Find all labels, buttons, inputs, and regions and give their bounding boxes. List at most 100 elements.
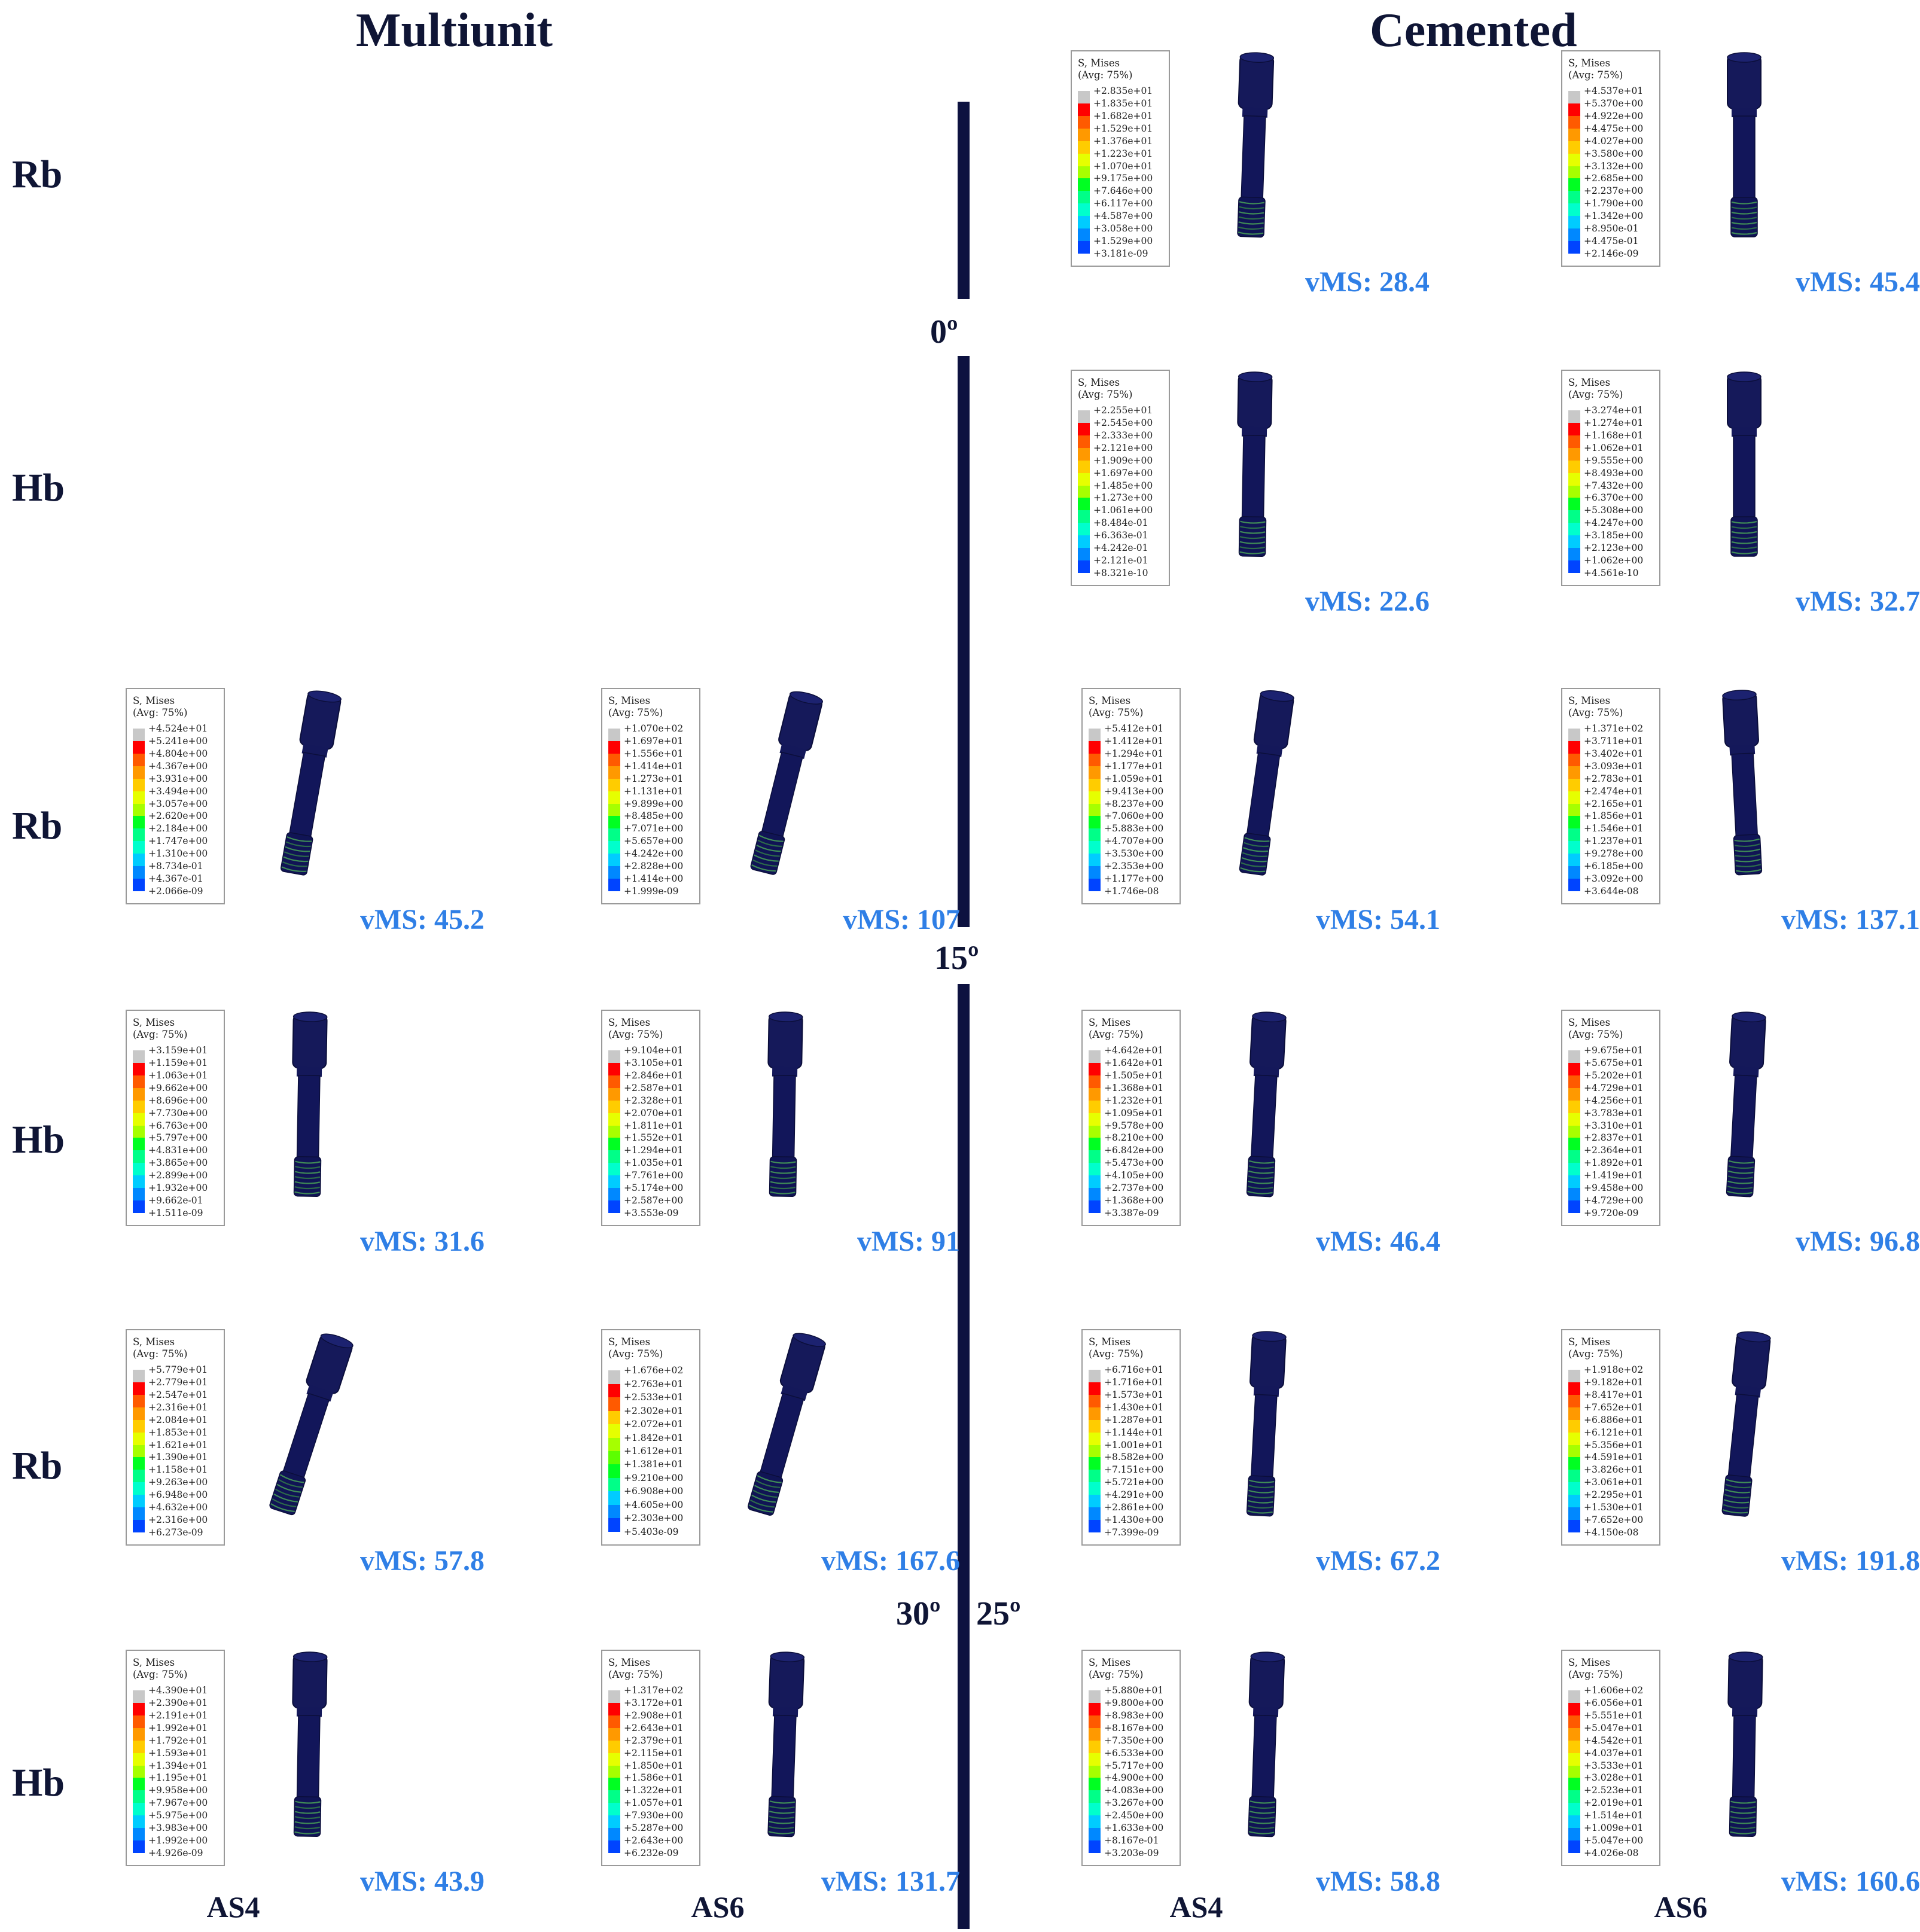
legend-color-swatch	[608, 1397, 620, 1411]
legend-color-swatch	[1568, 1075, 1580, 1088]
legend-color-swatch	[1078, 448, 1090, 461]
screw-model	[280, 690, 342, 876]
legend-color-swatch	[608, 1063, 620, 1076]
legend-value: +2.908e+01	[624, 1710, 684, 1721]
legend-value: +7.761e+00	[624, 1170, 684, 1181]
legend-color-swatch	[1078, 547, 1090, 560]
legend-color-swatch	[133, 1815, 145, 1828]
legend-value: +4.804e+00	[148, 748, 208, 760]
legend-body: +4.642e+01+1.642e+01+1.505e+01+1.368e+01…	[1089, 1044, 1174, 1219]
legend-value: +1.556e+01	[624, 748, 684, 760]
legend-value: +3.203e-09	[1104, 1847, 1159, 1858]
legend-value: +6.908e+00	[624, 1486, 684, 1497]
legend-color-swatch	[133, 1482, 145, 1495]
legend-color-swatch	[608, 1050, 620, 1063]
legend-color-swatch	[1568, 878, 1580, 891]
legend-value: +9.413e+00	[1104, 785, 1164, 797]
legend-color-swatch	[133, 766, 145, 779]
legend-value: +5.202e+01	[1584, 1070, 1644, 1081]
legend-color-swatch	[608, 1175, 620, 1188]
legend-color-swatch	[1089, 1063, 1101, 1076]
legend-color-swatch	[133, 1507, 145, 1520]
row-label-rb-0: Rb	[12, 153, 63, 196]
legend-color-swatch	[133, 1163, 145, 1175]
legend-value: +1.633e+00	[1104, 1822, 1164, 1833]
legend-value: +1.642e+01	[1104, 1058, 1164, 1069]
legend-value: +1.586e+01	[624, 1772, 684, 1784]
divider-segment-15	[958, 356, 970, 927]
screw-model	[1237, 52, 1275, 238]
legend-color-swatch	[1568, 741, 1580, 754]
legend-value: +2.184e+00	[148, 823, 208, 834]
vms-value: vMS: 137.1	[1781, 904, 1920, 935]
legend-color-swatch	[1568, 410, 1580, 423]
legend-value: +1.273e+00	[1093, 492, 1153, 504]
legend-color-swatch	[1078, 228, 1090, 241]
legend-body: +5.880e+01+9.800e+00+8.983e+00+8.167e+00…	[1089, 1684, 1174, 1859]
legend-value: +3.711e+01	[1584, 736, 1644, 747]
legend-value: +1.177e+00	[1104, 873, 1164, 884]
legend-color-swatch	[1568, 1803, 1580, 1815]
legend-color-swatch	[1089, 854, 1101, 866]
legend-title: S, Mises	[1089, 1336, 1131, 1348]
legend-value: +4.922e+00	[1584, 111, 1644, 122]
legend-color-swatch	[608, 803, 620, 816]
screw-model	[1237, 371, 1273, 557]
legend-value: +1.918e+02	[1584, 1364, 1644, 1376]
legend-color-swatch	[1568, 435, 1580, 448]
legend-color-swatch	[1078, 535, 1090, 548]
legend-value: +2.861e+00	[1104, 1501, 1164, 1513]
legend-color-swatch	[133, 1803, 145, 1815]
stress-panel: S, Mises(Avg: 75%)+3.159e+01+1.159e+01+1…	[126, 1010, 484, 1261]
legend-value: +5.675e+01	[1584, 1058, 1644, 1069]
legend-color-swatch	[1568, 1088, 1580, 1101]
legend-color-swatch	[608, 1075, 620, 1088]
legend-color-swatch	[1089, 778, 1101, 791]
legend-color-swatch	[608, 1138, 620, 1151]
legend-subtitle: (Avg: 75%)	[133, 707, 188, 718]
legend-color-swatch	[1568, 1470, 1580, 1483]
legend-value: +2.533e+01	[624, 1392, 684, 1403]
legend-color-swatch	[608, 1477, 620, 1492]
legend-color-swatch	[133, 1075, 145, 1088]
legend-value: +6.716e+01	[1104, 1364, 1164, 1376]
legend-color-swatch	[1568, 1395, 1580, 1407]
legend-value: +3.057e+00	[148, 798, 208, 809]
legend-value: +1.716e+01	[1104, 1377, 1164, 1388]
mises-legend: S, Mises(Avg: 75%)+1.676e+02+2.763e+01+2…	[601, 1329, 700, 1546]
legend-color-swatch	[608, 1437, 620, 1451]
legend-body: +1.606e+02+6.056e+01+5.551e+01+5.047e+01…	[1568, 1684, 1653, 1859]
legend-value: +2.779e+01	[148, 1377, 208, 1388]
stress-panel: S, Mises(Avg: 75%)+4.642e+01+1.642e+01+1…	[1081, 1010, 1440, 1261]
legend-value: +8.485e+00	[624, 810, 684, 822]
legend-color-swatch	[1568, 1432, 1580, 1445]
legend-color-swatch	[608, 729, 620, 742]
legend-title: S, Mises	[1089, 1017, 1131, 1028]
divider-segment-30	[958, 984, 970, 1929]
legend-value: +2.165e+01	[1584, 798, 1644, 809]
mises-legend: S, Mises(Avg: 75%)+1.371e+02+3.711e+01+3…	[1561, 688, 1660, 904]
legend-color-swatch	[608, 1424, 620, 1438]
legend-color-swatch	[1078, 178, 1090, 191]
legend-color-swatch	[1568, 754, 1580, 766]
legend-value: +1.529e+01	[1093, 123, 1153, 134]
mises-legend: S, Mises(Avg: 75%)+6.716e+01+1.716e+01+1…	[1081, 1329, 1181, 1546]
legend-body: +1.918e+02+9.182e+01+8.417e+01+7.652e+01…	[1568, 1364, 1653, 1538]
legend-value: +7.930e+00	[624, 1810, 684, 1821]
legend-value: +6.117e+00	[1093, 198, 1153, 209]
legend-subtitle: (Avg: 75%)	[1568, 1669, 1623, 1680]
legend-color-swatch	[1568, 1827, 1580, 1840]
legend-value: +1.792e+01	[148, 1735, 208, 1746]
legend-value: +5.551e+01	[1584, 1710, 1644, 1721]
legend-value: +4.083e+00	[1104, 1785, 1164, 1796]
legend-value: +8.167e-01	[1104, 1835, 1159, 1846]
legend-color-swatch	[133, 1382, 145, 1395]
legend-color-swatch	[1568, 1740, 1580, 1753]
legend-color-swatch	[133, 1432, 145, 1445]
legend-value: +2.379e+01	[624, 1735, 684, 1746]
legend-color-swatch	[1568, 1125, 1580, 1138]
legend-title: S, Mises	[608, 1336, 651, 1348]
legend-value: +3.402e+01	[1584, 748, 1644, 760]
legend-color-swatch	[1089, 1815, 1101, 1828]
legend-color-swatch	[1078, 191, 1090, 204]
